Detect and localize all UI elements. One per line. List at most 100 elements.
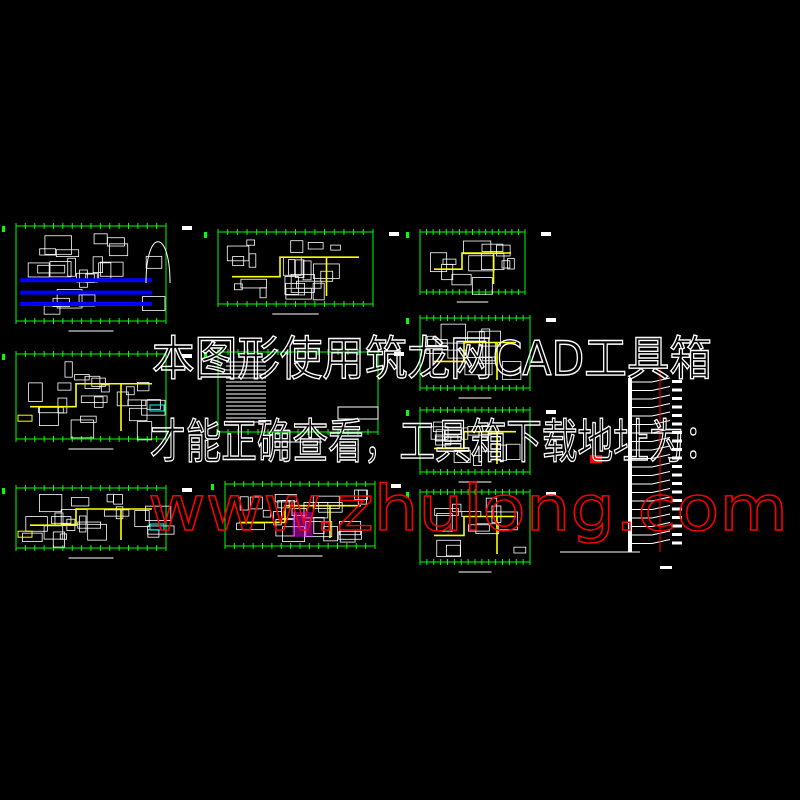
fixture-symbol xyxy=(149,404,165,412)
core-fill xyxy=(292,511,313,537)
riser-label xyxy=(672,456,682,460)
wall-outline xyxy=(248,253,257,268)
riser-branch xyxy=(651,445,671,451)
wall-outline xyxy=(273,511,282,526)
wall-outline xyxy=(274,494,297,503)
wall-outline xyxy=(501,361,522,380)
wall-outline xyxy=(125,386,135,396)
fixture-symbol xyxy=(149,523,165,531)
watermark-line-1: 本图形使用筑龙网CAD工具箱 xyxy=(152,332,712,387)
riser-branch xyxy=(651,377,671,383)
riser-branch xyxy=(651,488,671,493)
wall-outline xyxy=(116,391,129,407)
wall-outline xyxy=(232,256,245,267)
parking-row xyxy=(20,302,152,306)
sheet-note xyxy=(546,492,556,496)
wall-outline xyxy=(43,305,61,315)
riser-label xyxy=(672,473,682,477)
wall-outline xyxy=(77,521,101,529)
wall-outline xyxy=(468,524,490,532)
wall-outline xyxy=(113,494,123,505)
wall-outline xyxy=(64,361,73,378)
wall-outline xyxy=(313,517,325,534)
ramp-curve xyxy=(145,241,171,284)
wall-outline xyxy=(357,489,367,505)
riser-label xyxy=(672,414,682,417)
wall-outline xyxy=(262,509,272,518)
wall-outline xyxy=(339,520,362,536)
riser-branch xyxy=(651,411,671,417)
pipe-run xyxy=(434,341,516,363)
wall-outline xyxy=(338,530,362,540)
wall-outline xyxy=(432,421,443,433)
wall-outline xyxy=(25,516,48,532)
riser-branch xyxy=(651,462,671,468)
plan-sheet-1 xyxy=(2,223,192,332)
wall-outline xyxy=(302,260,312,281)
wall-outline xyxy=(127,399,147,407)
wall-outline xyxy=(440,323,466,344)
wall-outline xyxy=(74,374,90,381)
wall-outline xyxy=(234,283,243,291)
riser-branch xyxy=(651,479,671,485)
wall-outline xyxy=(28,382,43,402)
wall-outline xyxy=(303,502,329,519)
wall-outline xyxy=(471,277,493,295)
riser-label xyxy=(672,448,682,451)
plan-sheet-8 xyxy=(2,485,192,559)
wall-outline xyxy=(291,508,307,516)
riser-branch xyxy=(651,394,671,400)
riser-label xyxy=(672,405,682,409)
plan-sheet-10 xyxy=(406,489,556,573)
plan-sheet-3 xyxy=(406,229,551,303)
wall-outline xyxy=(296,280,322,289)
wall-outline xyxy=(330,244,341,251)
wall-outline xyxy=(339,529,356,543)
wall-outline xyxy=(39,248,56,256)
wall-outline xyxy=(145,255,163,269)
wall-outline xyxy=(479,330,502,347)
wall-outline xyxy=(464,357,493,376)
wall-outline xyxy=(312,495,340,509)
wall-outline xyxy=(290,274,315,293)
riser-label xyxy=(672,482,682,485)
wall-outline xyxy=(277,500,290,509)
wall-outline xyxy=(442,258,457,265)
wall-outline xyxy=(467,331,485,342)
wall-outline xyxy=(99,261,124,277)
wall-outline xyxy=(249,496,263,510)
axis-bubble xyxy=(406,318,409,324)
riser-diagram xyxy=(560,368,682,569)
wall-outline xyxy=(429,252,448,273)
wall-outline xyxy=(38,406,64,414)
wall-outline xyxy=(49,261,72,278)
riser-branch xyxy=(651,513,671,519)
diagram-title-mark xyxy=(660,566,672,569)
wall-outline xyxy=(427,339,448,346)
wall-outline xyxy=(441,263,454,281)
fixture-symbol xyxy=(17,530,33,538)
riser-branch xyxy=(651,471,671,476)
wall-outline xyxy=(307,242,324,250)
riser-label xyxy=(672,422,682,426)
wall-outline xyxy=(67,257,76,277)
riser-branch xyxy=(651,386,671,391)
wall-outline xyxy=(141,399,166,416)
wall-outline xyxy=(485,497,498,513)
riser-label xyxy=(672,397,682,400)
wall-outline xyxy=(312,282,325,301)
wall-outline xyxy=(434,434,459,442)
sheet-note xyxy=(394,352,404,356)
riser-label xyxy=(672,431,682,434)
panel-symbol xyxy=(590,455,602,463)
wall-outline xyxy=(128,407,148,422)
axis-bubble xyxy=(204,232,207,238)
wall-outline xyxy=(136,421,153,441)
wall-outline xyxy=(57,397,68,414)
wall-outline xyxy=(37,264,66,274)
wall-outline xyxy=(282,526,305,543)
wall-outline xyxy=(284,276,299,295)
wall-outline xyxy=(285,282,305,296)
wall-outline xyxy=(496,244,511,257)
